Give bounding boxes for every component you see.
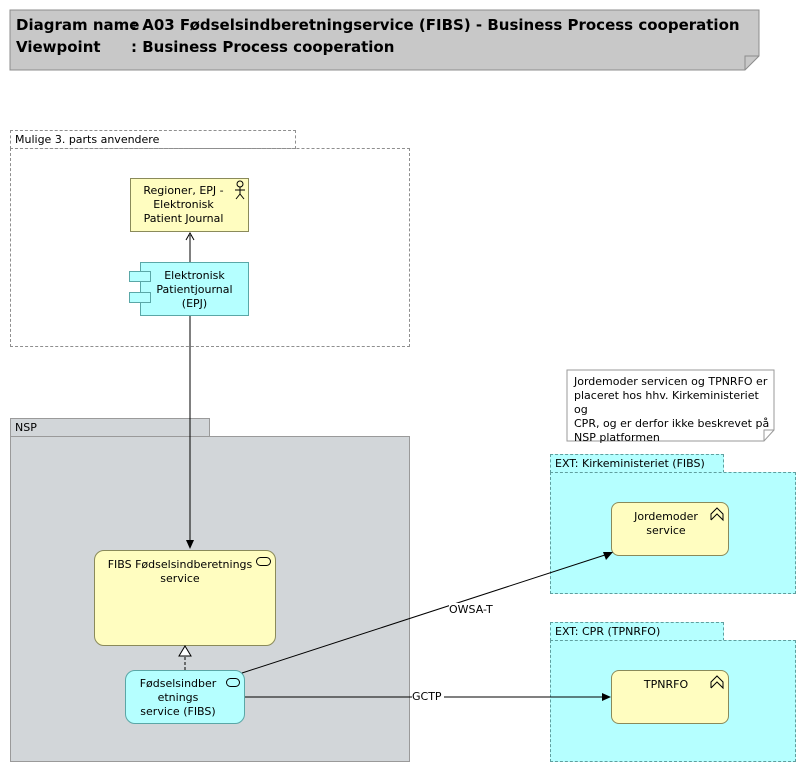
epj-label-line1: Elektronisk xyxy=(164,269,225,282)
fibs-comp-label-line2: etnings xyxy=(157,691,199,704)
note-line4: NSP platformen xyxy=(574,431,660,444)
diagram-name-value: : A03 Fødselsindberetningservice (FIBS) … xyxy=(131,16,740,34)
fibs-comp-label-line1: Fødselsindber xyxy=(139,677,217,690)
note-line3: CPR, og er derfor ikke beskrevet på xyxy=(574,417,770,430)
fibs-service-label-line1: FIBS Fødselsindberetnings xyxy=(107,558,253,571)
component-icon-bottom xyxy=(129,292,151,303)
actor-label-line2: Elektronisk xyxy=(153,198,214,211)
fibs-service-label-line2: service xyxy=(160,572,200,585)
nsp-group-label: NSP xyxy=(15,421,37,434)
viewpoint-label: Viewpoint xyxy=(16,38,101,56)
cpr-group-label: EXT: CPR (TPNRFO) xyxy=(555,625,661,638)
service-fibs-indberetning[interactable]: FIBS Fødselsindberetnings service xyxy=(94,550,276,646)
fibs-comp-label-line3: service (FIBS) xyxy=(140,705,216,718)
service-icon xyxy=(256,557,271,566)
note-line2: placeret hos hhv. Kirkeministeriet og xyxy=(574,389,759,416)
third-party-group-label: Mulige 3. parts anvendere xyxy=(15,133,160,146)
label-gctp: GCTP xyxy=(412,690,444,704)
viewpoint-value: : Business Process cooperation xyxy=(131,38,395,56)
note-line1: Jordemoder servicen og TPNRFO er xyxy=(574,375,768,388)
function-jordemoder[interactable]: Jordemoder service xyxy=(611,502,729,556)
kirke-group-label: EXT: Kirkeministeriet (FIBS) xyxy=(555,457,705,470)
actor-label-line1: Regioner, EPJ - xyxy=(143,184,224,197)
component-icon-top xyxy=(129,271,151,282)
jordemoder-label-line2: service xyxy=(646,524,686,537)
label-owsa: OWSA-T xyxy=(449,603,499,617)
app-service-icon xyxy=(226,678,240,687)
actor-regioner-epj[interactable]: Regioner, EPJ - Elektronisk Patient Jour… xyxy=(130,178,249,232)
component-epj[interactable]: Elektronisk Patientjournal (EPJ) xyxy=(140,262,249,316)
epj-label-line3: (EPJ) xyxy=(181,297,208,310)
function-tpnrfo[interactable]: TPNRFO xyxy=(611,670,729,724)
diagram-name-label: Diagram name xyxy=(16,16,140,34)
app-service-fibs[interactable]: Fødselsindber etnings service (FIBS) xyxy=(125,670,245,724)
third-party-group[interactable] xyxy=(10,148,410,347)
tpnrfo-label: TPNRFO xyxy=(643,678,689,691)
note-text: Jordemoder servicen og TPNRFO er placere… xyxy=(574,375,774,445)
actor-label-line3: Patient Journal xyxy=(143,212,224,225)
jordemoder-label-line1: Jordemoder xyxy=(634,510,698,523)
epj-label-line2: Patientjournal xyxy=(156,283,233,296)
